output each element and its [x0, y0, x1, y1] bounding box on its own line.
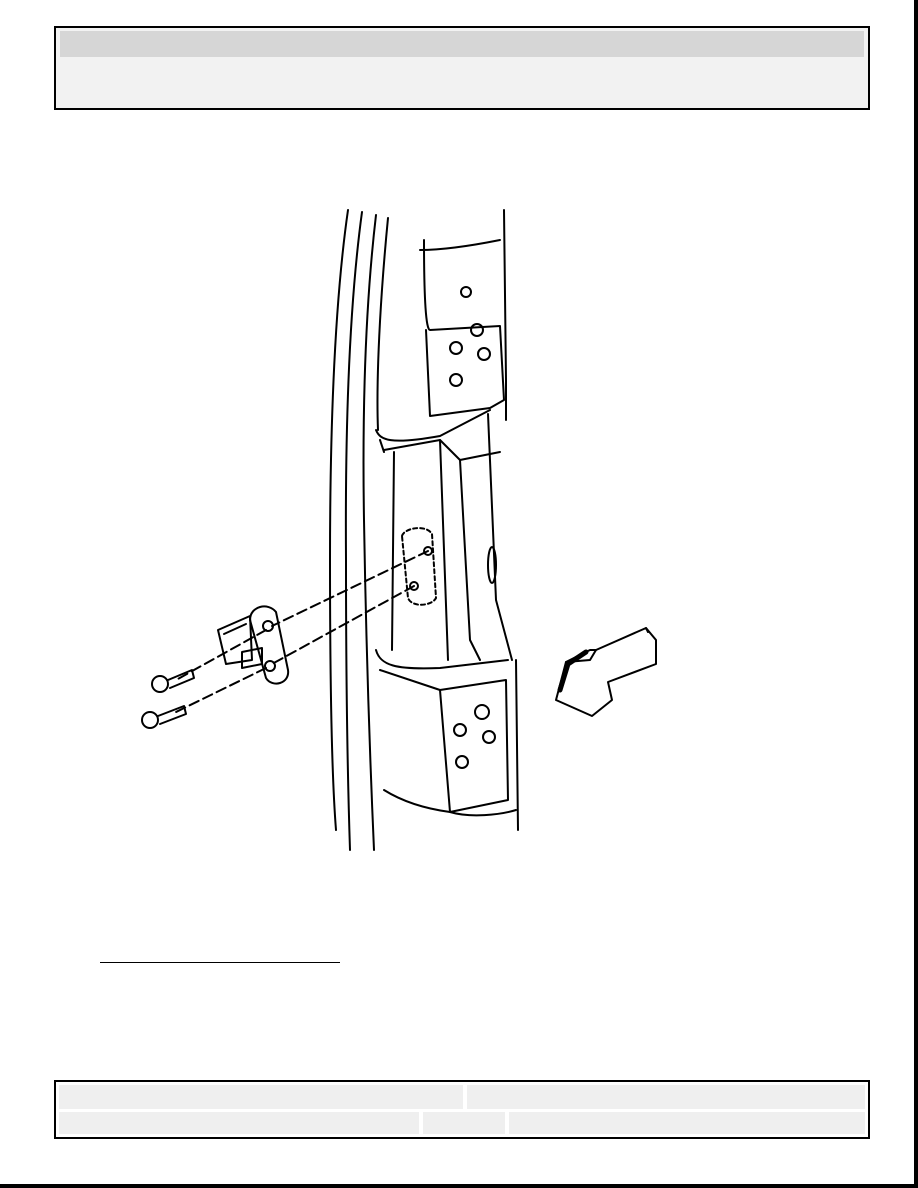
pillar-right-edge	[515, 659, 519, 831]
alignment-line-screw-1	[175, 629, 267, 681]
footer-left-bottom	[59, 1112, 419, 1134]
header-title	[60, 31, 864, 57]
lower-bracket	[439, 679, 509, 813]
striker-plate	[249, 605, 290, 685]
mid-section-right	[459, 459, 481, 661]
pillar-outer-left-edge	[329, 209, 349, 831]
caption-link[interactable]	[100, 944, 340, 963]
striker-pin	[241, 647, 263, 669]
mid-section-right-2	[487, 413, 513, 661]
view-direction-arrow	[555, 627, 657, 717]
alignment-line-screw-2	[175, 667, 267, 713]
mid-section-center	[439, 439, 449, 661]
lower-transition	[375, 649, 509, 670]
footer-right-top	[467, 1085, 865, 1109]
screw-lower	[141, 705, 187, 729]
pillar-inner-right-edge	[503, 209, 507, 421]
alignment-line-upper	[271, 550, 429, 627]
pillar-inner-left-edge	[362, 214, 377, 851]
page-footer	[54, 1080, 870, 1139]
upper-bracket	[423, 239, 505, 417]
door-striker-figure	[141, 209, 657, 851]
footer-right-bottom	[509, 1112, 865, 1134]
page-header	[54, 26, 870, 110]
mid-section-left	[391, 451, 395, 651]
pillar-outer-left-edge-2	[344, 211, 363, 851]
header-subtitle	[60, 61, 864, 104]
footer-middle-bottom	[423, 1112, 505, 1134]
mounting-pad	[401, 527, 437, 606]
screw-upper	[151, 669, 195, 693]
alignment-line-lower	[271, 585, 415, 665]
upper-bracket-top	[419, 239, 501, 251]
upper-transition	[375, 409, 491, 442]
pillar-inner-left-edge-2	[376, 217, 389, 431]
footer-left-top	[59, 1085, 463, 1109]
